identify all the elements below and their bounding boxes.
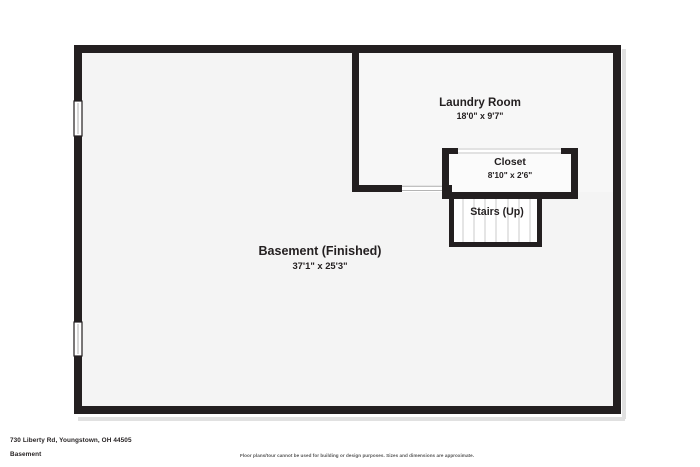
windows bbox=[73, 100, 83, 357]
window-left-lower bbox=[73, 321, 83, 357]
footer-disclaimer: Floor plans/tour cannot be used for buil… bbox=[240, 453, 475, 458]
stairs-wall-bottom bbox=[449, 242, 542, 247]
exterior-wall-left-2 bbox=[74, 136, 82, 322]
closet-wall-top-right bbox=[561, 148, 578, 154]
stairs-wall-left bbox=[449, 196, 454, 247]
doorway-closet bbox=[458, 148, 561, 154]
exterior-wall-right bbox=[613, 45, 621, 414]
closet-floor-area bbox=[442, 148, 578, 192]
interior-wall-laundry-bottom-left bbox=[352, 185, 402, 192]
footer-level-name: Basement bbox=[10, 451, 42, 458]
exterior-wall-left-1 bbox=[74, 45, 82, 101]
closet-wall-right bbox=[571, 148, 578, 199]
doorway-laundry-to-basement bbox=[402, 185, 442, 192]
interior-wall-laundry-left bbox=[352, 45, 359, 192]
footer-address: 730 Liberty Rd, Youngstown, OH 44505 bbox=[10, 437, 132, 444]
exterior-walls bbox=[74, 45, 621, 414]
window-left-upper bbox=[73, 100, 83, 137]
closet-wall-bottom bbox=[442, 192, 578, 199]
closet-wall-left bbox=[442, 148, 449, 199]
exterior-wall-bottom bbox=[74, 406, 621, 414]
stairs bbox=[449, 196, 542, 247]
closet-wall-top-left bbox=[442, 148, 458, 154]
stair-treads bbox=[462, 199, 531, 244]
closet-walls bbox=[442, 148, 578, 199]
stairs-floor-area bbox=[452, 196, 542, 247]
exterior-wall-top bbox=[74, 45, 621, 53]
wall-shadows bbox=[78, 49, 626, 421]
footer: 730 Liberty Rd, Youngstown, OH 44505 Bas… bbox=[0, 430, 700, 467]
exterior-wall-left-3 bbox=[74, 356, 82, 414]
stairs-wall-right bbox=[537, 196, 542, 247]
